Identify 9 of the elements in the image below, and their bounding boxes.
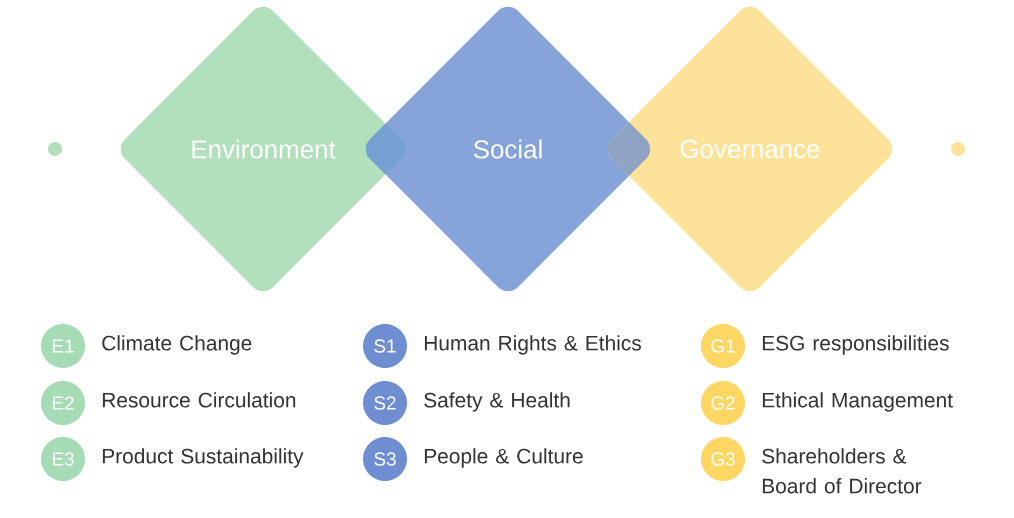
item-label: Human Rights & Ethics [424,335,641,355]
item-label: Shareholders & Board of Director [762,448,922,494]
item-label: Product Sustainability [102,448,304,468]
item-label: ESG responsibilities [762,335,949,355]
item-label: Ethical Management [762,392,953,412]
item-label: Resource Circulation [102,392,296,408]
item-label: People & Culture [424,448,583,468]
item-label: Safety & Health [424,392,570,412]
item-label: Climate Change [102,335,252,355]
